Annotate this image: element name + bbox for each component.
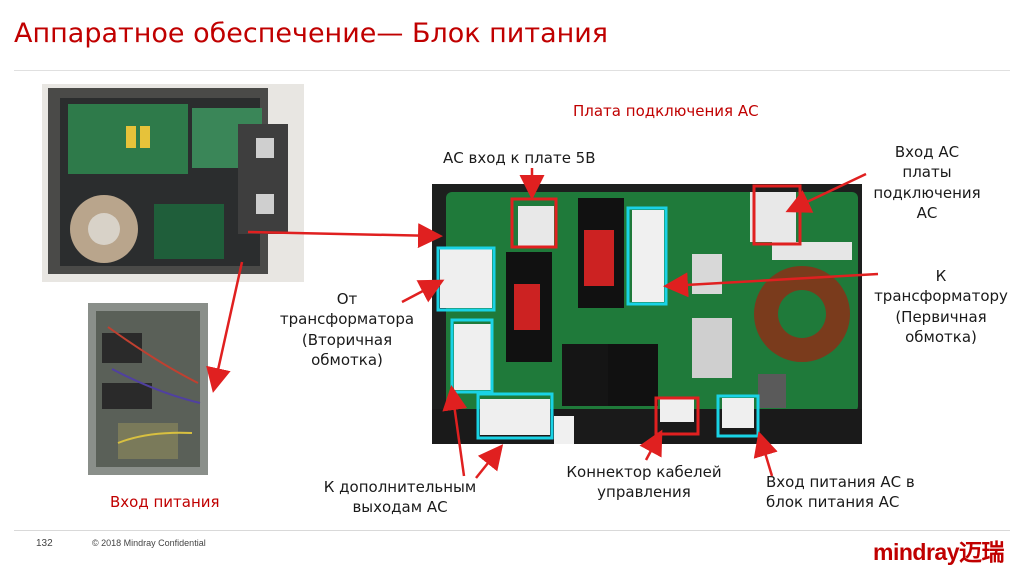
power-supply-photo — [42, 84, 304, 282]
label-extra-outputs: К дополнительным выходам АС — [323, 478, 477, 517]
label-to-transformer: К трансформатору (Первичная обмотка) — [874, 267, 1008, 346]
highlight-primary — [626, 206, 668, 306]
highlight-extra-outputs — [476, 392, 554, 440]
label-ac-in-5v: АС вход к плате 5В — [443, 149, 596, 167]
power-input-caption: Вход питания — [110, 493, 220, 511]
board-caption: Плата подключения АС — [573, 102, 759, 120]
arrow-extra-outputs-b — [475, 444, 504, 479]
label-from-transformer: От трансформатора (Вторичная обмотка) — [279, 290, 415, 369]
page-number: 132 — [36, 538, 53, 549]
highlight-ac-in-board — [752, 184, 802, 246]
label-control-connector: Коннектор кабелей управления — [566, 463, 722, 502]
mindray-logo: mindray迈瑞 — [873, 539, 1004, 565]
copyright-text: © 2018 Mindray Confidential — [92, 538, 206, 548]
highlight-secondary-lower — [450, 318, 494, 394]
highlight-ac-power-input — [716, 394, 760, 438]
highlight-secondary-upper — [436, 246, 496, 312]
title-divider — [14, 70, 1010, 71]
power-input-photo — [88, 303, 208, 475]
highlight-control-connector — [654, 396, 700, 436]
label-ac-in-board: Вход АС платы подключения АС — [873, 143, 981, 222]
ac-board-photo — [432, 184, 862, 444]
footer-divider — [14, 530, 1010, 531]
label-ac-power-input: Вход питания АС в блок питания АС — [766, 473, 915, 512]
slide-title: Аппаратное обеспечение— Блок питания — [14, 18, 609, 49]
